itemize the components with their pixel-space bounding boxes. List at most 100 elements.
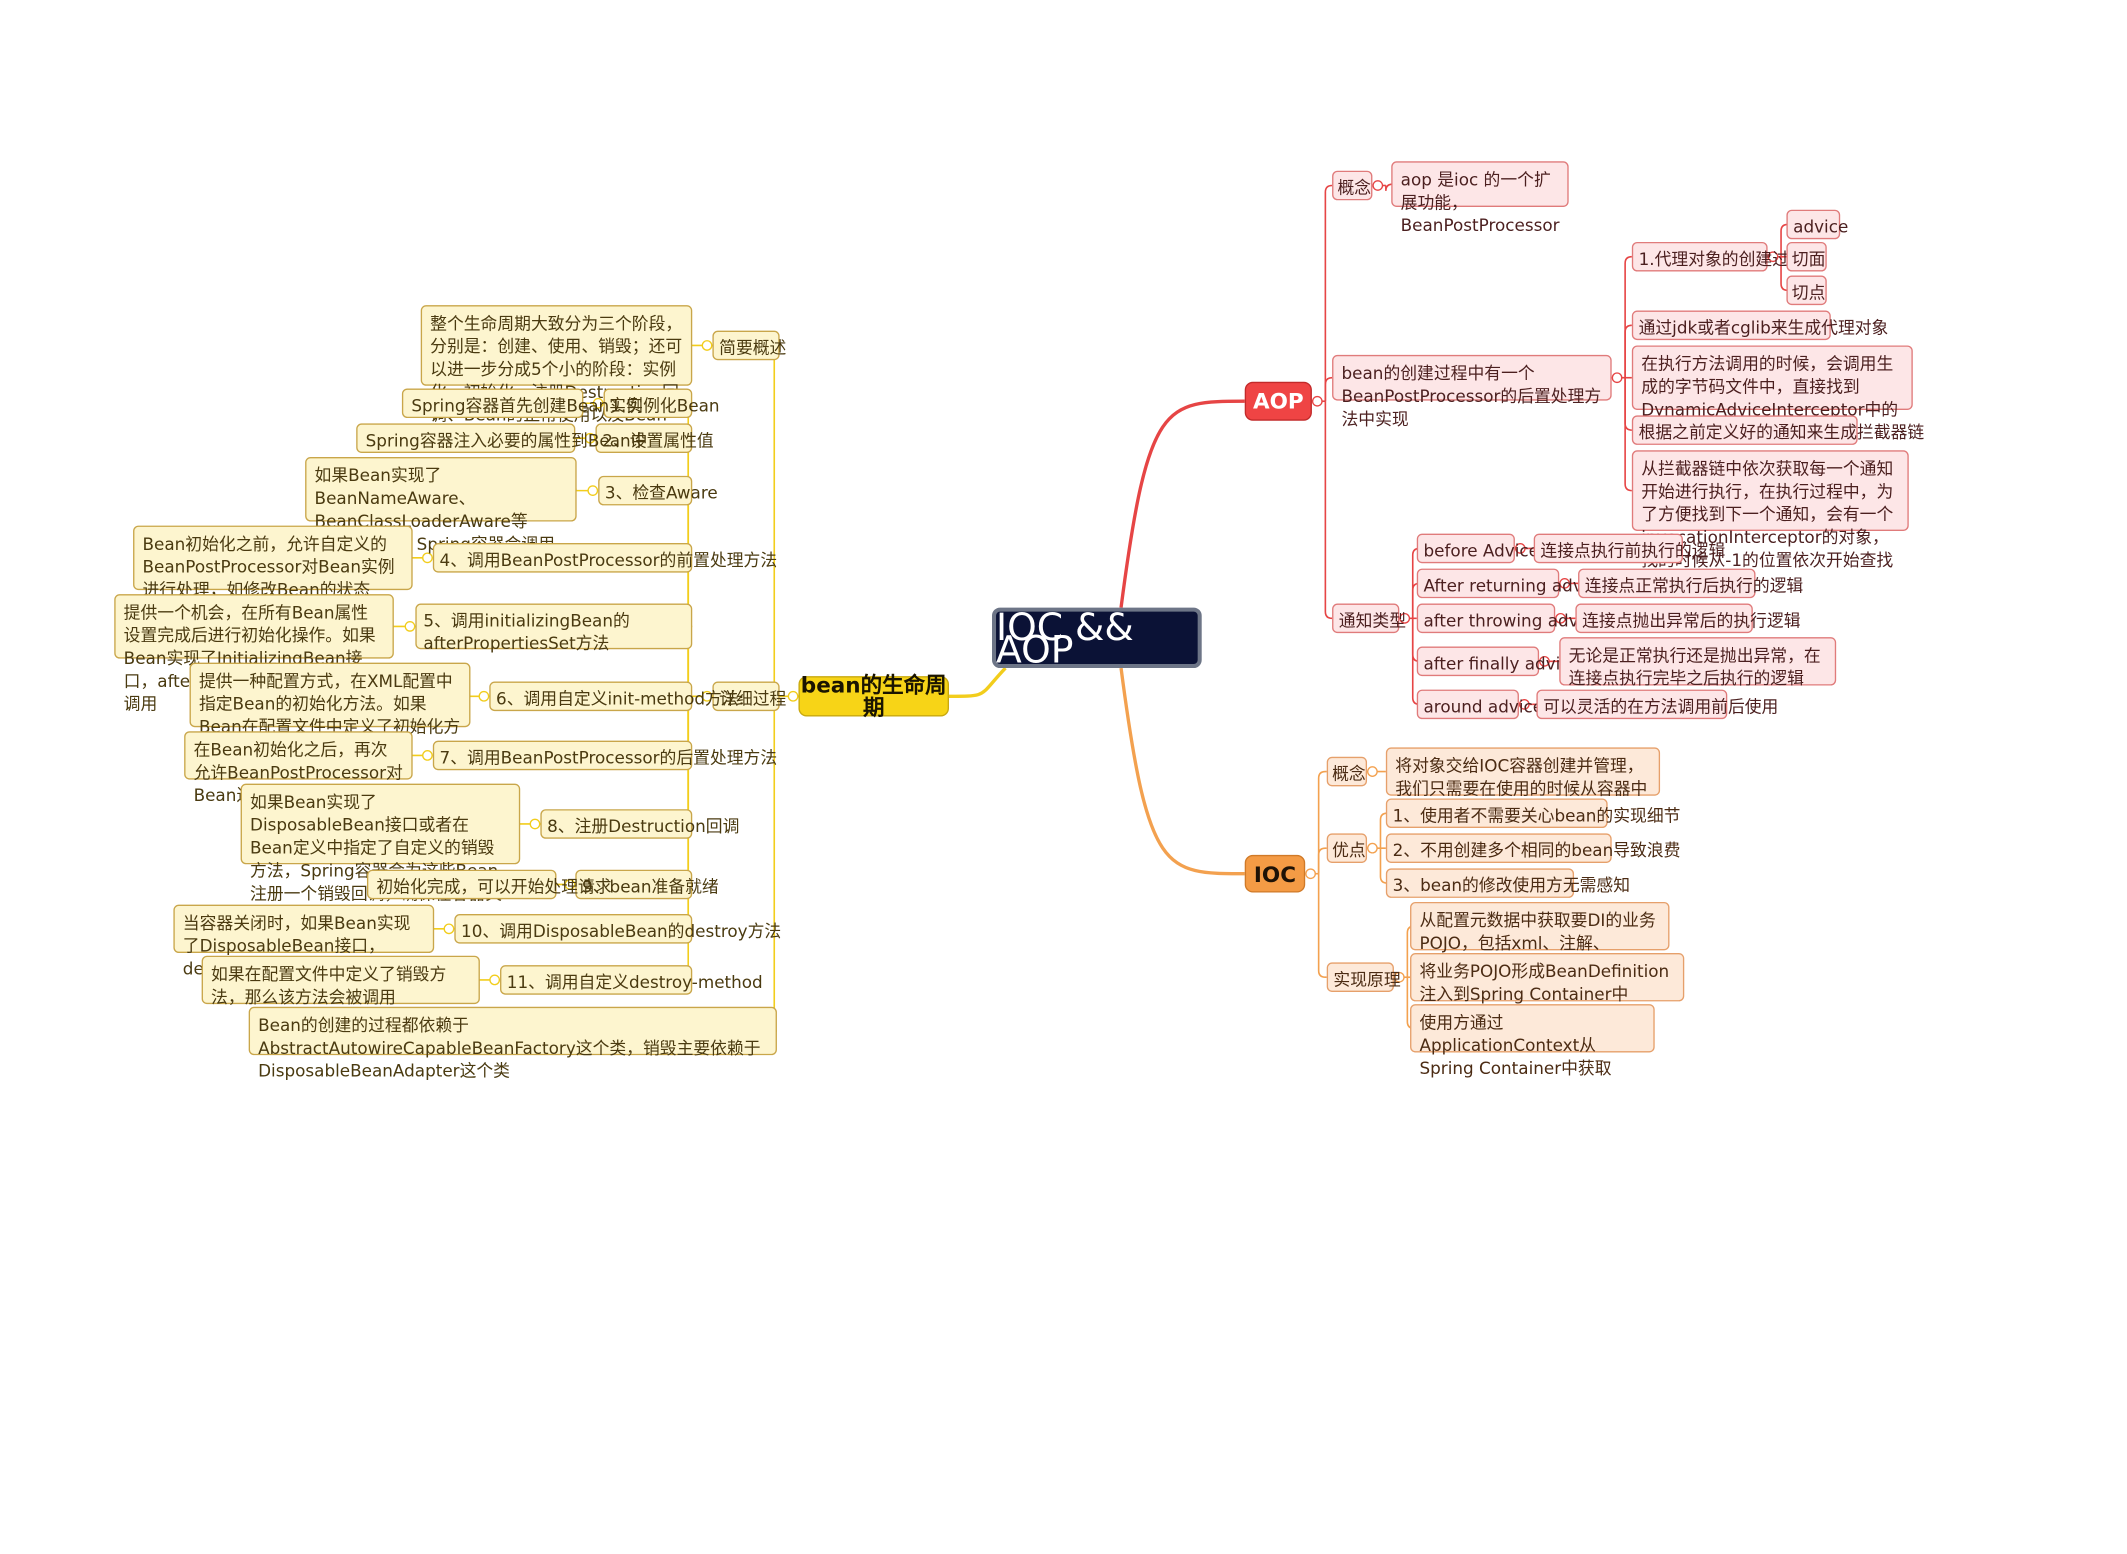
- ioc-principle-label[interactable]: 实现原理: [1326, 962, 1401, 993]
- aop-concept-text[interactable]: aop 是ioc 的一个扩展功能，BeanPostProcessor: [1391, 161, 1569, 235]
- connector-dot: [422, 750, 433, 761]
- advice-types-label[interactable]: 通知类型: [1332, 603, 1406, 634]
- connector-line: [1324, 401, 1333, 620]
- connector-line: [1317, 770, 1327, 874]
- advice-before[interactable]: before Advice: [1416, 533, 1539, 564]
- connector-dot: [1399, 612, 1411, 624]
- advantage-1[interactable]: 1、使用者不需要关心bean的实现细节: [1385, 798, 1680, 829]
- connector-line: [1317, 873, 1327, 979]
- principle-2[interactable]: 将业务POJO形成BeanDefinition注入到Spring Contain…: [1410, 953, 1685, 1004]
- step-1-label[interactable]: 1.实例化Bean: [603, 388, 720, 419]
- connector-dot: [1393, 971, 1405, 983]
- principle-1[interactable]: 从配置元数据中获取要DI的业务POJO，包括xml、注解、confguratio…: [1410, 901, 1670, 976]
- aop-topic[interactable]: AOP: [1244, 381, 1312, 421]
- connector-line: [948, 666, 1007, 698]
- step-6-desc[interactable]: 提供一种配置方式，在XML配置中指定Bean的初始化方法。如果Bean在配置文件…: [189, 662, 471, 759]
- connector-dot: [529, 818, 541, 830]
- step-11-desc[interactable]: 如果在配置文件中定义了销毁方法，那么该方法会被调用: [201, 955, 480, 1007]
- advice-after-throwing[interactable]: after throwing advice: [1416, 603, 1603, 634]
- connector-line: [1119, 667, 1245, 876]
- root-topic[interactable]: IOC && AOP: [992, 608, 1202, 668]
- step-3-label[interactable]: 3、检查Aware: [598, 475, 718, 506]
- advice-after-finally-desc[interactable]: 无论是正常执行还是抛出异常，在连接点执行完毕之后执行的逻辑: [1559, 637, 1837, 688]
- step-10-label[interactable]: 10、调用DisposableBean的destroy方法: [454, 914, 781, 944]
- connector-line: [681, 696, 693, 886]
- connector-line: [1624, 324, 1632, 378]
- ioc-topic[interactable]: IOC: [1244, 854, 1306, 893]
- connector-dot: [1518, 698, 1530, 710]
- step-5-label[interactable]: 5、调用initializingBean的afterPropertiesSet方…: [415, 603, 693, 653]
- connector-dot: [1514, 543, 1526, 554]
- connector-dot: [587, 485, 599, 497]
- principle-3[interactable]: 使用方通过ApplicationContext从Spring Container…: [1410, 1004, 1655, 1078]
- connector-dot: [1611, 372, 1623, 384]
- step-1-desc[interactable]: Spring容器首先创建Bean实例: [401, 388, 643, 419]
- connector-dot: [701, 340, 713, 351]
- step-7-desc[interactable]: 在Bean初始化之后，再次允许BeanPostProcessor对Bean进行处…: [184, 731, 413, 805]
- connector-dot: [1367, 766, 1378, 777]
- step-3-desc[interactable]: 如果Bean实现了BeanNameAware、BeanClassLoaderAw…: [305, 457, 577, 577]
- connector-dot: [1372, 180, 1384, 191]
- advice-after-returning-desc[interactable]: 连接点正常执行后执行的逻辑: [1578, 568, 1803, 599]
- bean-lifecycle-topic[interactable]: bean的生命周期: [798, 673, 949, 719]
- aop-creation-label[interactable]: bean的创建过程中有一个BeanPostProcessor的后置处理方法中实现: [1332, 354, 1612, 429]
- advice-around-desc[interactable]: 可以灵活的在方法调用前后使用: [1536, 689, 1778, 720]
- creation-item-3[interactable]: 根据之前定义好的通知来生成拦截器链: [1631, 415, 1924, 445]
- overview-text[interactable]: 整个生命周期大致分为三个阶段，分别是：创建、使用、销毁；还可以进一步分成5个小的…: [420, 305, 693, 448]
- proxy-creation-label[interactable]: 1.代理对象的创建过程: [1631, 241, 1806, 272]
- connector-dot: [701, 690, 713, 702]
- lifecycle-footer-note[interactable]: Bean的创建的过程都依赖于AbstractAutowireCapableBea…: [248, 1006, 777, 1081]
- advice-after-finally[interactable]: after finally advice: [1416, 646, 1580, 677]
- overview-label[interactable]: 简要概述: [712, 330, 786, 361]
- step-8-label[interactable]: 8、注册Destruction回调: [540, 809, 739, 839]
- ioc-advantages-label[interactable]: 优点: [1326, 833, 1368, 863]
- connector-line: [1324, 376, 1333, 402]
- step-11-label[interactable]: 11、调用自定义destroy-method: [500, 965, 763, 995]
- step-5-desc[interactable]: 提供一个机会，在所有Bean属性设置完成后进行初始化操作。如果Bean实现了In…: [114, 594, 394, 714]
- step-4-label[interactable]: 4、调用BeanPostProcessor的前置处理方法: [432, 543, 777, 573]
- connector-dot: [404, 621, 416, 632]
- advantage-3[interactable]: 3、bean的修改使用方无需感知: [1385, 868, 1630, 898]
- connector-dot: [422, 552, 433, 564]
- connector-dot: [443, 923, 455, 935]
- proxy-item-advice[interactable]: advice: [1786, 209, 1848, 240]
- connector-line: [681, 489, 693, 697]
- step-9-desc[interactable]: 初始化完成，可以开始处理请求: [366, 869, 612, 900]
- connector-dot: [1367, 842, 1378, 854]
- creation-item-1[interactable]: 通过jdk或者cglib来生成代理对象: [1631, 310, 1888, 341]
- connector-dot: [1559, 578, 1571, 589]
- connector-dot: [787, 690, 799, 702]
- step-7-label[interactable]: 7、调用BeanPostProcessor的后置处理方法: [432, 740, 777, 771]
- connector-dot: [489, 974, 501, 986]
- step-4-desc[interactable]: Bean初始化之前，允许自定义的BeanPostProcessor对Bean实例…: [133, 525, 413, 600]
- advice-after-throwing-desc[interactable]: 连接点抛出异常后的执行逻辑: [1575, 603, 1801, 634]
- connector-dot: [564, 879, 576, 890]
- creation-item-2[interactable]: 在执行方法调用的时候，会调用生成的字节码文件中，直接找到DynamicAdvic…: [1631, 345, 1913, 442]
- advice-after-returning[interactable]: After returning advice: [1416, 568, 1607, 599]
- detail-label[interactable]: 详细过程: [712, 681, 786, 712]
- advice-around[interactable]: around advice: [1416, 689, 1543, 720]
- connector-line: [1317, 847, 1327, 874]
- connector-dot: [1311, 395, 1323, 407]
- advice-before-desc[interactable]: 连接点执行前执行的逻辑: [1533, 533, 1725, 564]
- proxy-item-pointcut[interactable]: 切点: [1786, 275, 1827, 306]
- connector-line: [1119, 399, 1245, 608]
- step-6-label[interactable]: 6、调用自定义init-method方法:: [489, 681, 744, 712]
- step-10-desc[interactable]: 当容器关闭时，如果Bean实现了DisposableBean接口，destroy…: [173, 904, 435, 979]
- creation-item-4[interactable]: 从拦截器链中依次获取每一个通知开始进行执行，在执行过程中，为了方便找到下一个通知…: [1631, 450, 1909, 570]
- connector-dot: [1555, 612, 1566, 624]
- connector-line: [767, 344, 780, 697]
- ioc-concept-label[interactable]: 概念: [1326, 756, 1368, 787]
- step-9-label[interactable]: 9、bean准备就绪: [575, 869, 719, 900]
- connector-dot: [1539, 655, 1550, 667]
- aop-concept-label[interactable]: 概念: [1332, 170, 1373, 201]
- ioc-concept-text[interactable]: 将对象交给IOC容器创建并管理，我们只需要在使用的时候从容器中获取就行了: [1385, 747, 1661, 821]
- step-8-desc[interactable]: 如果Bean实现了DisposableBean接口或者在Bean定义中指定了自定…: [240, 783, 521, 926]
- step-2-label[interactable]: 2、设置属性值: [595, 423, 714, 453]
- advantage-2[interactable]: 2、不用创建多个相同的bean导致浪费: [1385, 833, 1680, 863]
- connector-line: [1624, 377, 1632, 431]
- proxy-item-aspect[interactable]: 切面: [1786, 241, 1827, 272]
- step-2-desc[interactable]: Spring容器注入必要的属性到Bean中: [356, 423, 647, 453]
- connector-line: [1624, 377, 1632, 492]
